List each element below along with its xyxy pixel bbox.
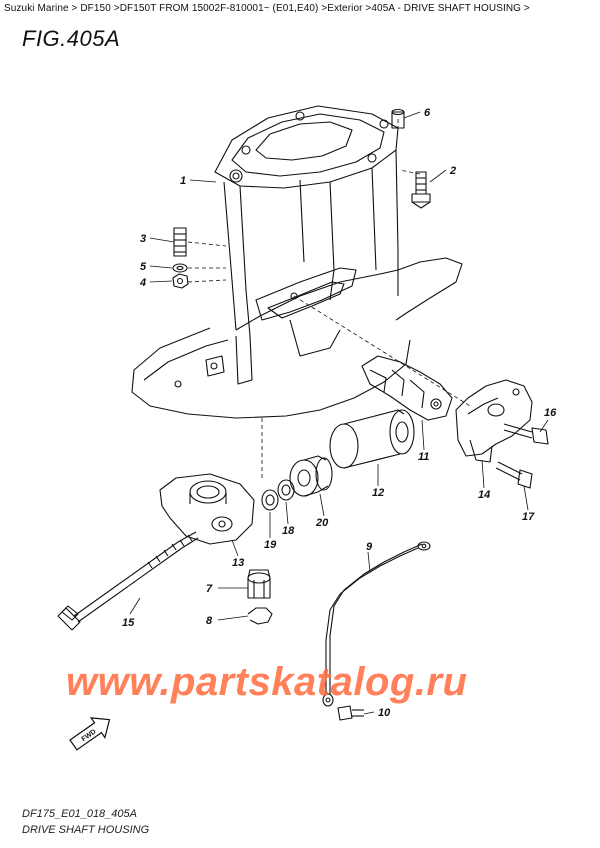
washer-part-18[interactable] [277,479,295,501]
callout-19: 19 [264,539,277,551]
fwd-arrow-icon: FWD [69,717,111,751]
callout-4: 4 [139,277,146,289]
watermark: www.partskatalog.ru [66,660,468,704]
castle-nut-part[interactable] [247,569,271,599]
diagram-caption: DRIVE SHAFT HOUSING [22,824,150,836]
callout-11: 11 [418,451,429,463]
mount-bracket-part[interactable] [361,355,453,421]
callout-14: 14 [478,489,490,501]
callout-17: 17 [522,511,535,523]
drive-shaft-housing[interactable] [131,105,463,419]
breadcrumb[interactable]: Suzuki Marine > DF150 >DF150T FROM 15002… [4,3,530,14]
dowel-pin-part[interactable] [391,108,405,129]
figure-title: FIG.405A [22,26,121,51]
bolt-part-2[interactable] [411,171,431,209]
callout-8: 8 [206,615,213,627]
diagram-code: DF175_E01_018_405A [22,808,137,820]
upper-mount-bracket-part[interactable] [455,379,533,463]
callout-7: 7 [206,583,213,595]
bolt-part-16[interactable] [503,423,549,445]
callout-12: 12 [372,487,384,499]
clip-part[interactable] [247,607,273,625]
callout-15: 15 [122,617,135,629]
washer-part-19[interactable] [261,489,279,511]
callout-3: 3 [140,233,146,245]
bolt-part-17[interactable] [495,461,533,489]
callout-13: 13 [232,557,244,569]
callout-5: 5 [140,261,147,273]
washer-part[interactable] [172,263,188,273]
callout-1: 1 [180,175,186,187]
seal-ring-part[interactable] [289,455,333,497]
callout-2: 2 [449,165,456,177]
stud-bolt-part[interactable] [173,227,187,257]
lower-mount-housing-part[interactable] [159,473,255,545]
callout-16: 16 [544,407,557,419]
screw-part[interactable] [337,705,364,721]
rubber-mount-part[interactable] [329,409,415,469]
long-bolt-part[interactable] [57,531,199,631]
callout-labels: 1 2 3 4 5 6 7 8 9 10 11 12 13 14 15 16 1… [122,107,557,719]
callout-20: 20 [315,517,329,529]
callout-18: 18 [282,525,295,537]
callout-6: 6 [424,107,431,119]
nut-part[interactable] [172,273,189,289]
callout-10: 10 [378,707,391,719]
ground-wire-part[interactable] [322,541,431,707]
callout-9: 9 [366,541,373,553]
